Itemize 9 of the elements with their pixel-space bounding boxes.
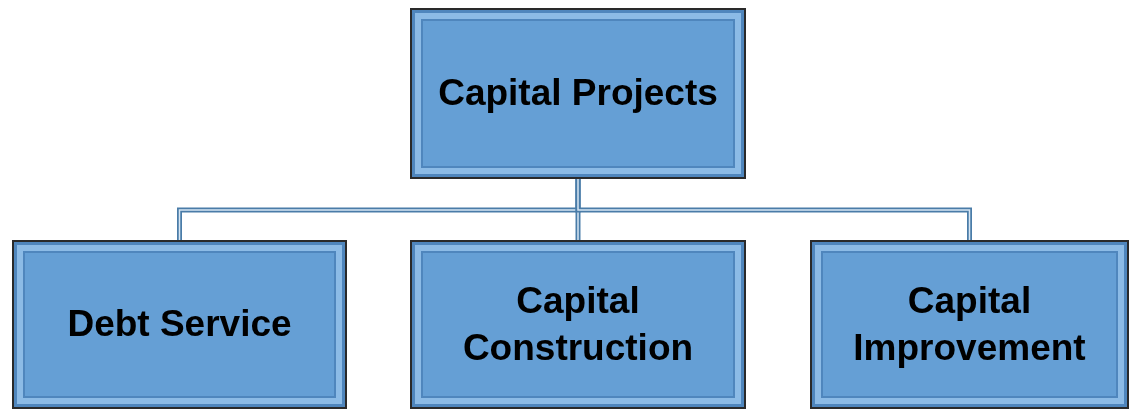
org-chart-box [410,8,746,179]
box-title: Debt Service [67,302,292,347]
box-title: Capital Projects [438,71,718,116]
connector-line [575,178,972,241]
org-chart-box [410,240,746,409]
org-chart-box [810,240,1129,409]
box-title: Capital Improvement [852,279,1087,370]
box-title: Capital Construction [461,279,695,370]
org-chart-box [12,240,347,409]
